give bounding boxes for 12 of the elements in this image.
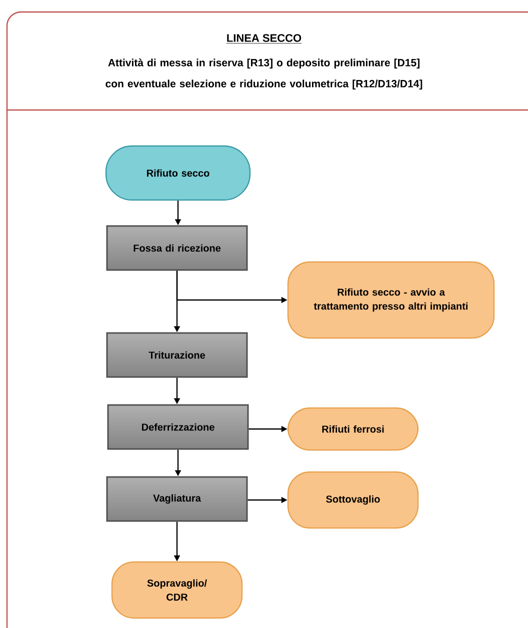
process-box: Fossa di ricezione	[106, 225, 248, 271]
process-box: Triturazione	[106, 332, 248, 378]
header-panel	[6, 11, 528, 628]
subtitle: Attività di messa in riserva [R13] o deposito preliminare [D15] con eventuale selezione e riduzione volumetrica [R12/D13/D14]	[106, 58, 422, 90]
start-terminal: Rifiuto secco	[105, 145, 251, 201]
output-terminal: Sopravaglio/ CDR	[111, 561, 243, 619]
output-terminal: Sottovaglio	[287, 471, 419, 529]
process-box: Deferrizzazione	[107, 404, 249, 450]
output-terminal: Rifiuti ferrosi	[287, 407, 419, 451]
process-box: Vagliatura	[106, 476, 248, 522]
output-terminal: Rifiuto secco - avvio a trattamento presso altri impianti	[287, 261, 495, 339]
heading: LINEA SECCO	[226, 34, 302, 44]
